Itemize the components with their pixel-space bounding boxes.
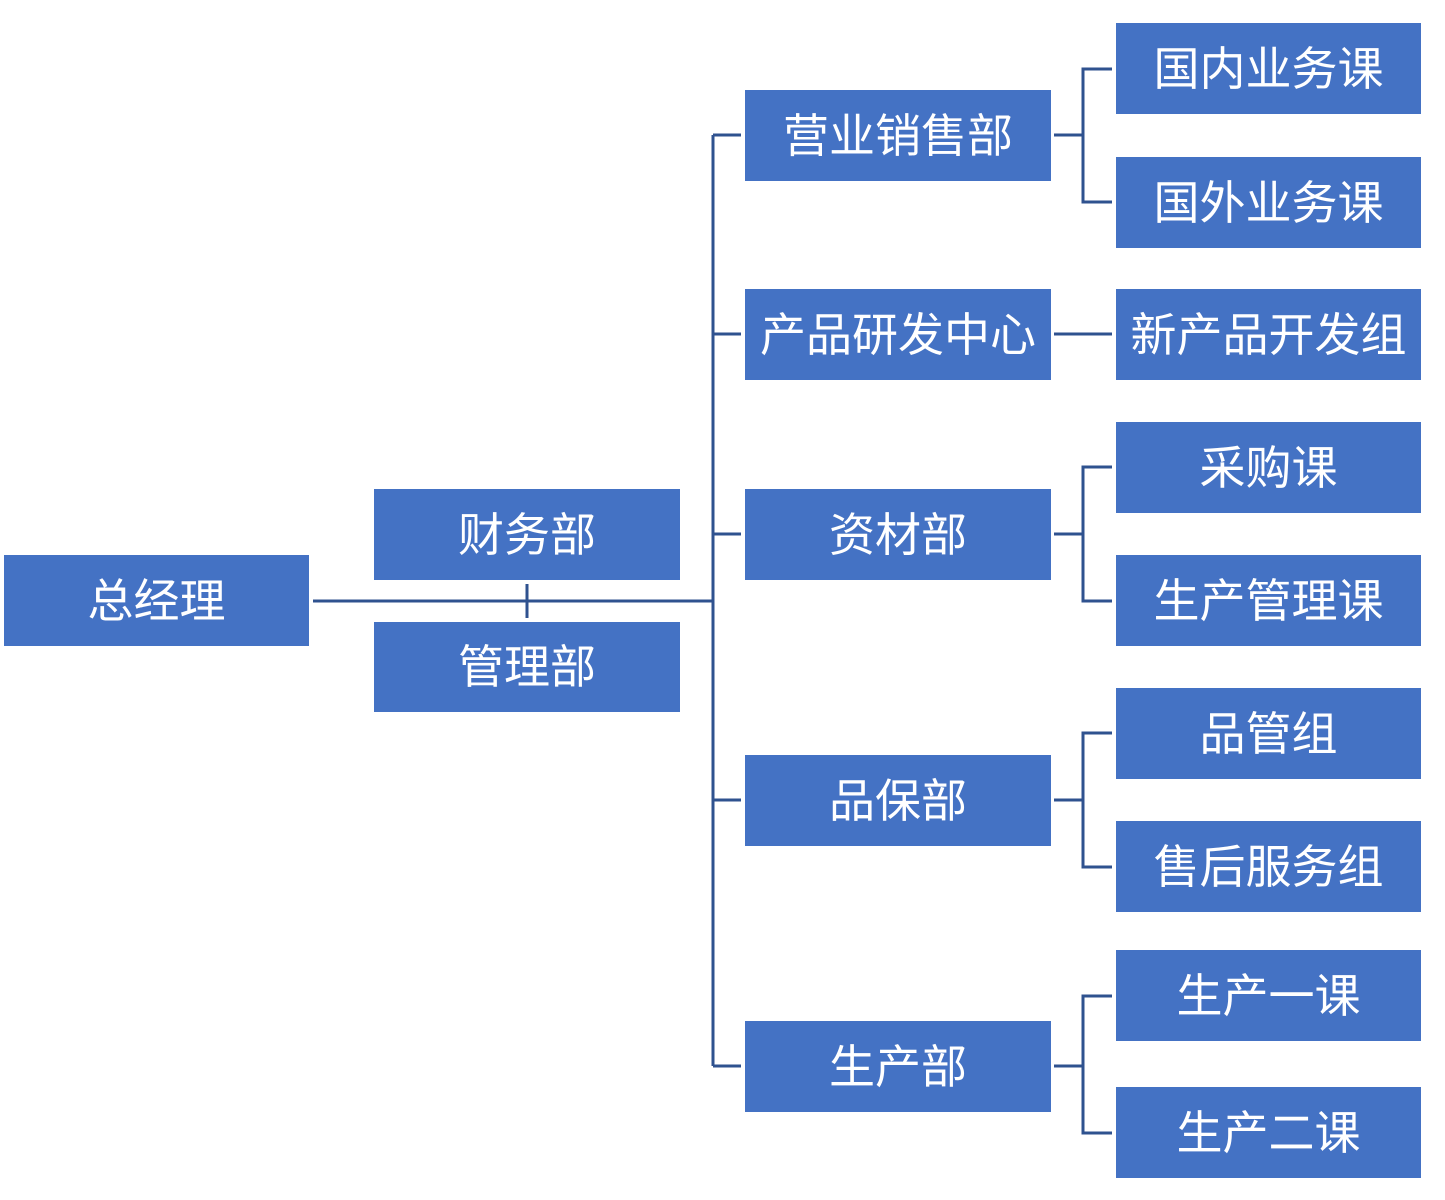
dept-node-rnd[interactable]: 产品研发中心 xyxy=(745,289,1051,380)
unit-node-quality-control[interactable]: 品管组 xyxy=(1116,688,1421,779)
materials-bracket-line xyxy=(1081,465,1112,603)
staff-node-finance[interactable]: 财务部 xyxy=(374,489,680,580)
dept-node-materials[interactable]: 资材部 xyxy=(745,489,1051,580)
unit-node-new-product-dev[interactable]: 新产品开发组 xyxy=(1116,289,1421,380)
unit-node-production-control[interactable]: 生产管理课 xyxy=(1116,555,1421,646)
unit-node-after-sales[interactable]: 售后服务组 xyxy=(1116,821,1421,912)
production-bracket-line xyxy=(1081,994,1112,1135)
root-node[interactable]: 总经理 xyxy=(4,555,309,646)
unit-node-purchasing[interactable]: 采购课 xyxy=(1116,422,1421,513)
qa-bracket-line xyxy=(1081,731,1112,869)
unit-node-domestic-sales[interactable]: 国内业务课 xyxy=(1116,23,1421,114)
sales-bracket-line xyxy=(1081,67,1112,204)
unit-node-production-two[interactable]: 生产二课 xyxy=(1116,1087,1421,1178)
dept-node-production[interactable]: 生产部 xyxy=(745,1021,1051,1112)
dept-node-sales[interactable]: 营业销售部 xyxy=(745,90,1051,181)
unit-node-overseas-sales[interactable]: 国外业务课 xyxy=(1116,157,1421,248)
dept-node-qa[interactable]: 品保部 xyxy=(745,755,1051,846)
unit-node-production-one[interactable]: 生产一课 xyxy=(1116,950,1421,1041)
staff-node-management[interactable]: 管理部 xyxy=(374,622,680,712)
